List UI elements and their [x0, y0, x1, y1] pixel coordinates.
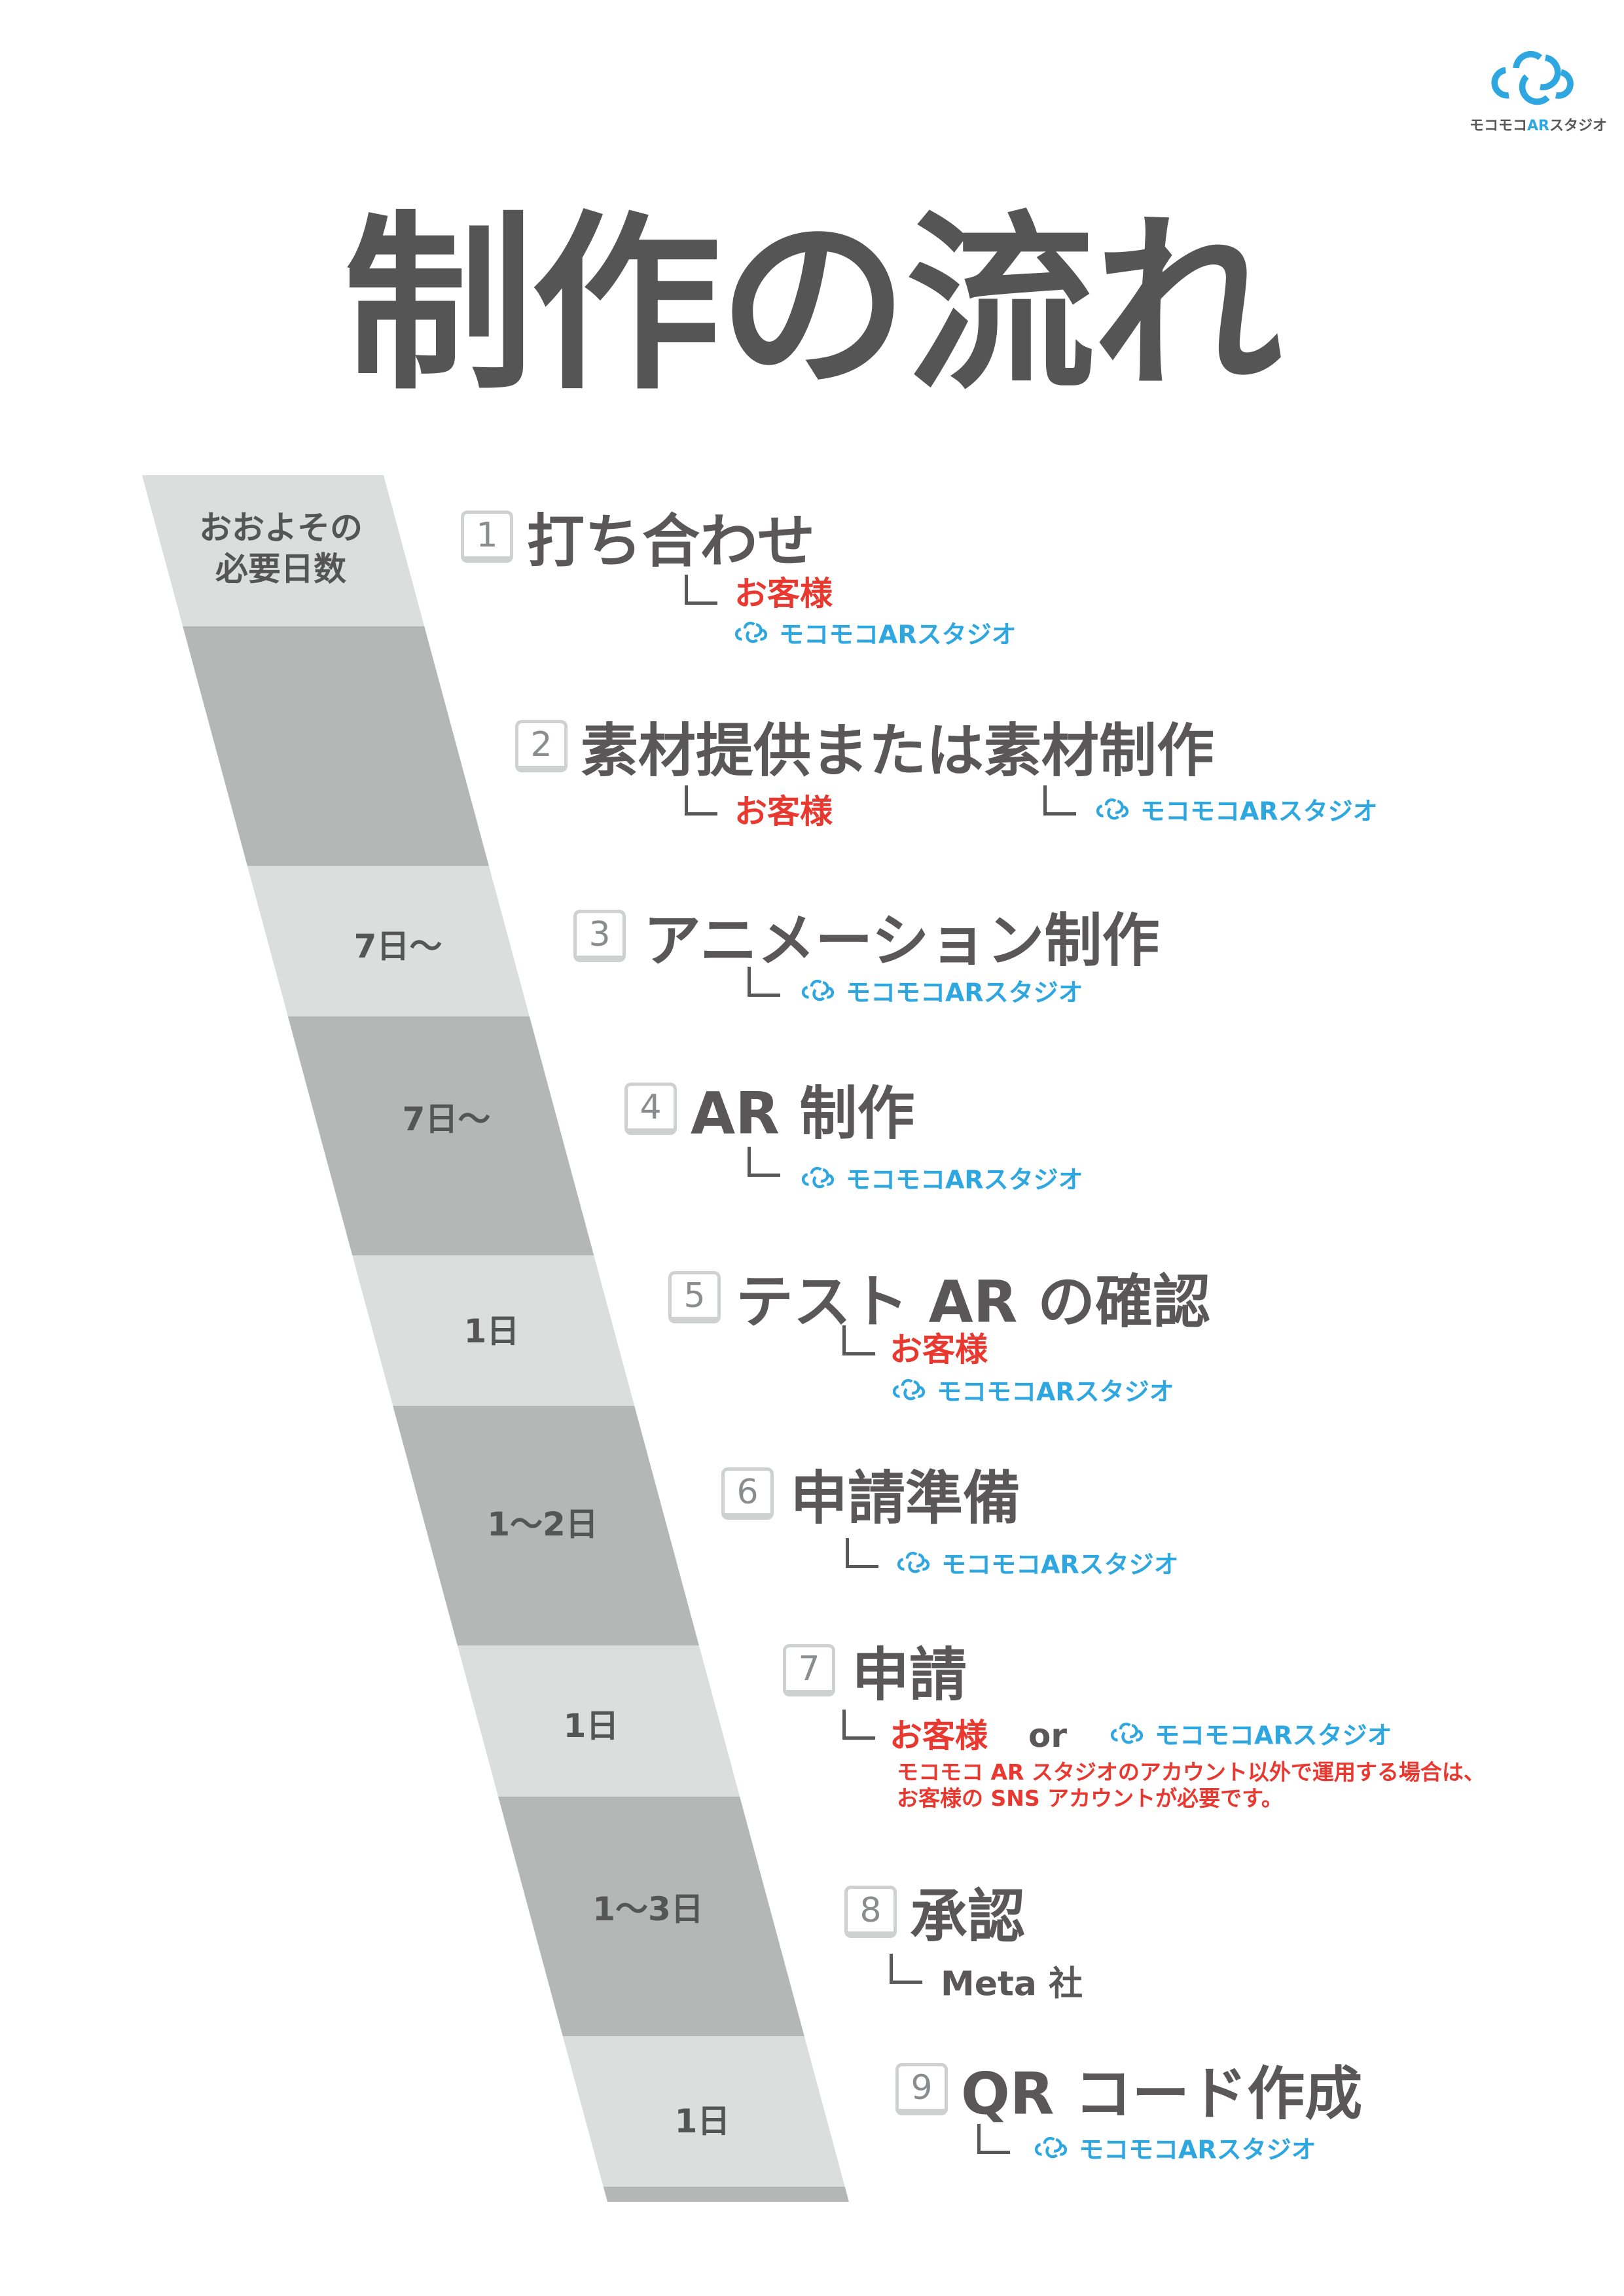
- approver-label: Meta 社: [941, 1964, 1083, 2004]
- branch-line: [846, 1538, 878, 1568]
- timeline-segment: [183, 626, 489, 866]
- cloud-icon: [892, 1378, 926, 1400]
- branch-line: [748, 967, 780, 997]
- cloud-icon: [801, 979, 835, 1001]
- timeline-segment: [498, 1797, 804, 2036]
- step-title: 承認: [910, 1882, 1026, 1950]
- branch-line: [977, 2124, 1010, 2154]
- timeline-header: おおよその必要日数: [199, 509, 363, 588]
- step-number: 1: [461, 511, 513, 563]
- duration-label: 1日: [463, 1312, 520, 1350]
- cloud-icon: [801, 1166, 835, 1188]
- studio-label: モコモコARスタジオ: [890, 1372, 1174, 1408]
- step-number: 9: [895, 2063, 948, 2115]
- timeline-segment: [142, 475, 425, 626]
- studio-label: モコモコARスタジオ: [799, 1160, 1083, 1196]
- studio-label: モコモコARスタジオ: [894, 1545, 1179, 1581]
- step-title: QR コード作成: [961, 2060, 1363, 2128]
- account-note: モコモコ AR スタジオのアカウント以外で運用する場合は、お客様の SNS アカ…: [897, 1759, 1485, 1811]
- cloud-icon: [734, 621, 768, 643]
- client-label: お客様: [890, 1717, 988, 1755]
- step-title: アニメーション制作: [643, 906, 1160, 975]
- or-label: or: [1028, 1717, 1068, 1755]
- brand-name: モコモコARスタジオ: [1470, 118, 1607, 134]
- branch-line: [685, 575, 717, 605]
- step-number: 6: [721, 1467, 774, 1520]
- studio-label: モコモコARスタジオ: [1108, 1715, 1392, 1751]
- step-title: 打ち合わせ: [527, 507, 816, 575]
- cloud-icon: [1096, 798, 1129, 819]
- brand-logo: モコモコARスタジオ: [1470, 46, 1607, 135]
- duration-label: 1〜3日: [592, 1890, 704, 1928]
- step-title: テスト AR の確認: [736, 1268, 1211, 1336]
- step-number: 7: [783, 1644, 835, 1696]
- duration-label: 1〜2日: [487, 1505, 598, 1543]
- duration-label: 7日〜: [402, 1100, 491, 1138]
- timeline-segment: [603, 2187, 849, 2202]
- branch-line: [890, 1954, 922, 1984]
- page-title: 制作の流れ: [344, 195, 1283, 416]
- step-title: 申請: [852, 1641, 967, 1709]
- studio-label: モコモコARスタジオ: [732, 615, 1017, 651]
- studio-label: モコモコARスタジオ: [1093, 791, 1378, 827]
- step-title: AR 制作: [691, 1079, 915, 1147]
- duration-label: 1日: [674, 2102, 731, 2140]
- client-label: お客様: [734, 793, 833, 831]
- branch-line: [842, 1325, 875, 1355]
- cloud-icon: [1491, 50, 1574, 105]
- studio-label: モコモコARスタジオ: [1032, 2130, 1316, 2166]
- timeline-segment: [562, 2036, 845, 2187]
- duration-label: 1日: [563, 1706, 619, 1745]
- branch-line: [842, 1710, 875, 1740]
- timeline-segment: [247, 866, 530, 1016]
- timeline-segment: [457, 1645, 740, 1797]
- cloud-icon: [897, 1551, 930, 1573]
- timeline-segment: [393, 1406, 699, 1645]
- step-title: 素材提供または素材制作: [581, 717, 1215, 785]
- cloud-icon: [1034, 2136, 1068, 2158]
- client-label: お客様: [734, 575, 833, 613]
- client-label: お客様: [890, 1331, 988, 1369]
- branch-line: [1043, 785, 1076, 816]
- step-number: 2: [515, 720, 568, 772]
- step-number: 5: [668, 1271, 721, 1323]
- step-number: 4: [624, 1083, 677, 1135]
- branch-line: [748, 1147, 780, 1177]
- cloud-icon: [1110, 1722, 1144, 1744]
- step-title: 申請準備: [790, 1464, 1021, 1532]
- timeline-segment: [352, 1255, 635, 1406]
- timeline-segment: [287, 1016, 594, 1255]
- branch-line: [685, 785, 717, 816]
- duration-label: 7日〜: [353, 927, 442, 965]
- step-number: 3: [573, 910, 626, 962]
- step-number: 8: [844, 1886, 897, 1938]
- studio-label: モコモコARスタジオ: [799, 973, 1083, 1009]
